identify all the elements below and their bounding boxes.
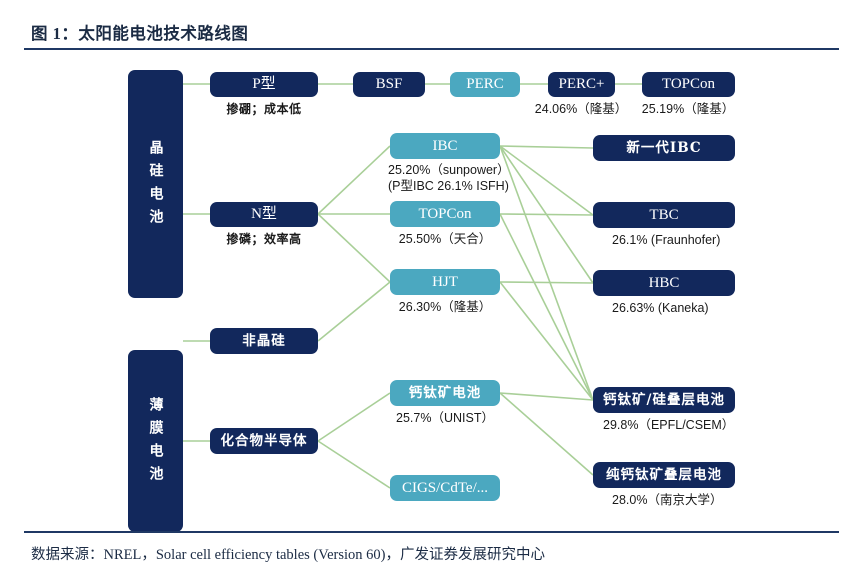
caption-ibc-2: (P型IBC 26.1% ISFH) (388, 179, 509, 193)
edge-ntype-ibc (317, 145, 391, 215)
node-cigs-cdte[interactable]: CIGS/CdTe/... (390, 475, 500, 501)
node-amorphous-silicon[interactable]: 非晶硅 (210, 328, 318, 354)
caption-hbc: 26.63% (Kaneka) (612, 301, 709, 315)
bottom-rule (24, 531, 839, 533)
node-topcon-top[interactable]: TOPCon (642, 72, 735, 97)
caption-hjt: 26.30%（隆基） (398, 300, 492, 314)
edge-compound-cigs (317, 440, 391, 489)
edge-ibc-newibc (499, 145, 594, 149)
node-ibc[interactable]: IBC (390, 133, 500, 159)
node-pure-perovskite-tandem[interactable]: 纯钙钛矿叠层电池 (593, 462, 735, 488)
node-compound-semiconductor[interactable]: 化合物半导体 (210, 428, 318, 454)
node-thin-film[interactable]: 薄膜电池 (128, 350, 183, 532)
caption-perc-plus: 24.06%（隆基） (534, 102, 628, 116)
edge-perovskite-tandem-pure (499, 392, 594, 476)
caption-topcon-top: 25.19%（隆基） (641, 102, 735, 116)
node-perovskite-cell[interactable]: 钙钛矿电池 (390, 380, 500, 406)
edge-hjt-tandem-si (499, 281, 594, 401)
caption-topcon-mid: 25.50%（天合） (398, 232, 492, 246)
caption-tbc: 26.1% (Fraunhofer) (612, 233, 721, 247)
caption-ibc-1: 25.20%（sunpower） (388, 163, 510, 177)
edge-layer (183, 83, 642, 489)
edge-hjt-hbc (499, 281, 594, 284)
node-p-type[interactable]: P型 (210, 72, 318, 97)
node-bsf[interactable]: BSF (353, 72, 425, 97)
caption-p-type: 掺硼；成本低 (226, 102, 302, 116)
caption-n-type: 掺磷；效率高 (226, 232, 302, 246)
figure-title: 图 1：太阳能电池技术路线图 (31, 24, 249, 43)
node-topcon-mid[interactable]: TOPCon (390, 201, 500, 227)
node-hbc[interactable]: HBC (593, 270, 735, 296)
caption-perovskite-cell: 25.7%（UNIST） (396, 411, 494, 425)
diagram-canvas: 晶硅电池 薄膜电池 P型 掺硼；成本低 N型 掺磷；效率高 非晶硅 化合物半导体… (0, 52, 863, 532)
caption-perovskite-silicon-tandem: 29.8%（EPFL/CSEM） (603, 418, 735, 432)
node-tbc[interactable]: TBC (593, 202, 735, 228)
node-next-gen-ibc[interactable]: 新一代IBC (593, 135, 735, 161)
edge-ibc-tandem-si (499, 145, 594, 401)
edge-compound-perovskite (317, 392, 391, 442)
node-crystalline-silicon[interactable]: 晶硅电池 (128, 70, 183, 298)
edge-perovskite-tandem-si (499, 392, 594, 401)
figure-source: 数据来源：NREL，Solar cell efficiency tables (… (31, 547, 545, 563)
node-hjt[interactable]: HJT (390, 269, 500, 295)
edge-topcon-tandem-si (499, 213, 594, 401)
edge-topcon-tbc (499, 213, 594, 216)
node-perc[interactable]: PERC (450, 72, 520, 97)
node-perovskite-silicon-tandem[interactable]: 钙钛矿/硅叠层电池 (593, 387, 735, 413)
edge-ntype-hjt (317, 213, 391, 283)
edge-amorphous-hjt (317, 281, 391, 342)
edge-ibc-tbc (499, 145, 594, 216)
node-n-type[interactable]: N型 (210, 202, 318, 227)
top-rule (24, 48, 839, 50)
node-perc-plus[interactable]: PERC+ (548, 72, 615, 97)
caption-pure-perovskite-tandem: 28.0%（南京大学） (612, 493, 723, 507)
